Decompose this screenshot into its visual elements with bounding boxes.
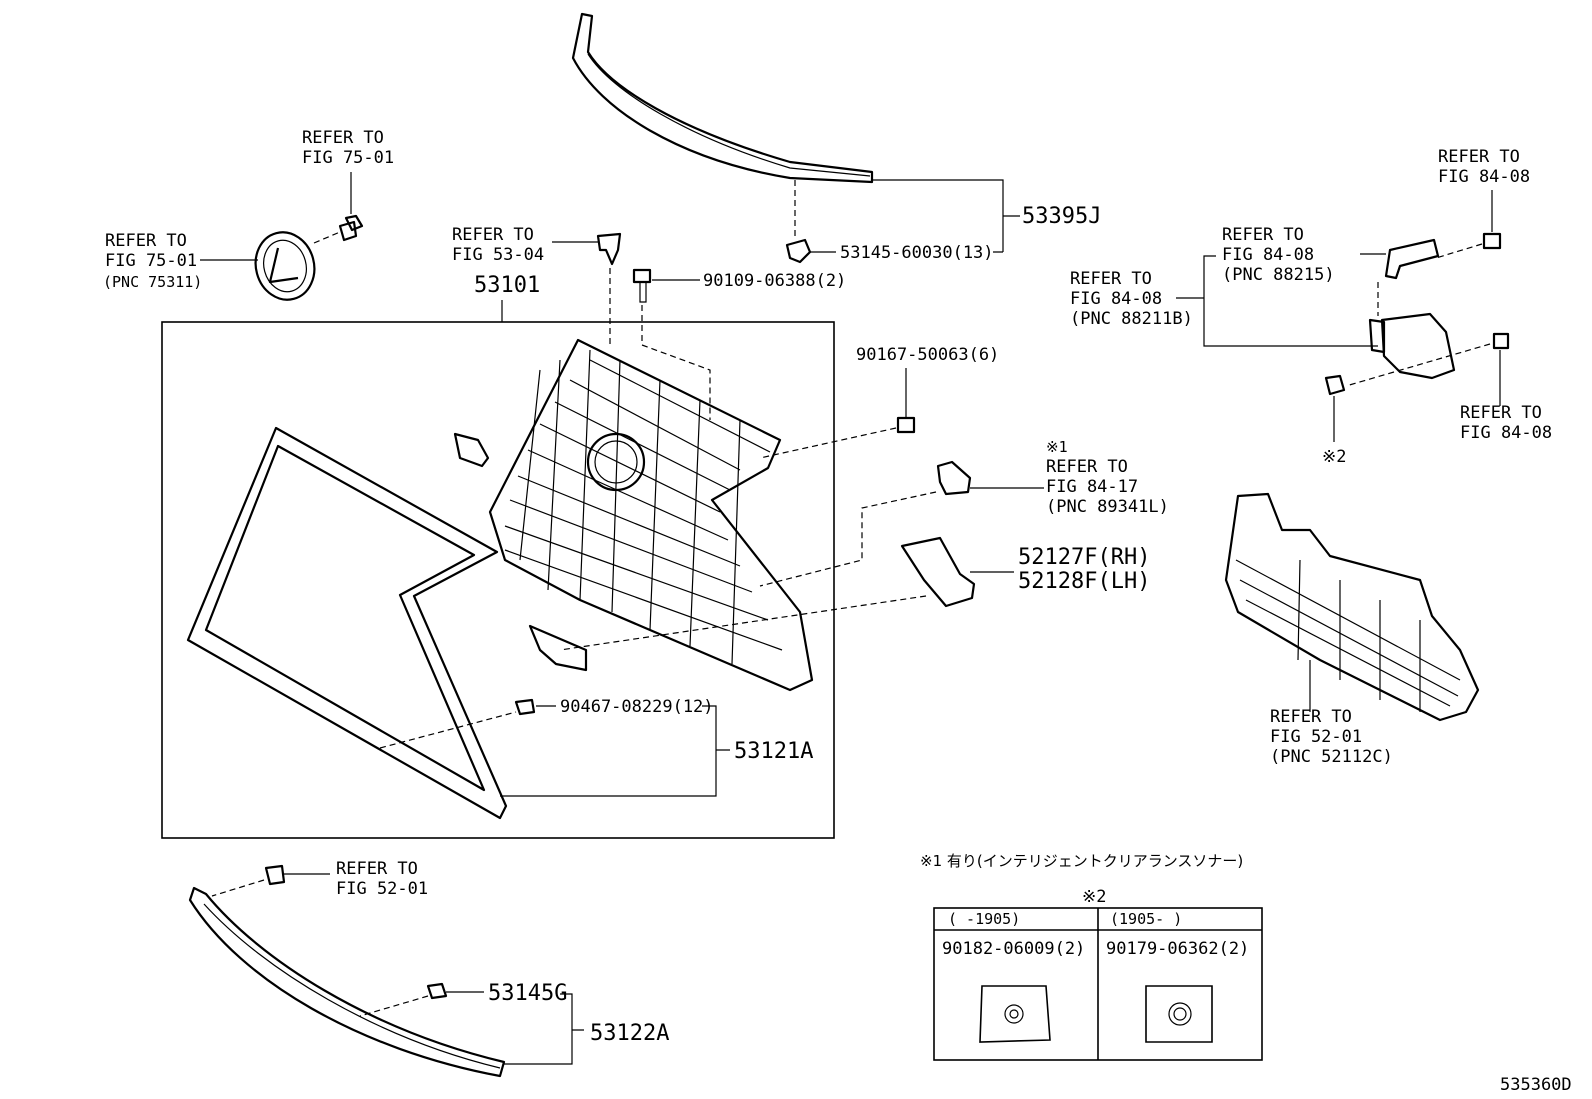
label-radar-bolt-ref-1: REFER TO bbox=[1460, 403, 1542, 423]
sonar-sensor-drawing bbox=[936, 460, 972, 496]
label-clip-ref-2: FIG 53-04 bbox=[452, 245, 544, 265]
upper-molding-drawing bbox=[571, 12, 874, 184]
label-radar-bracket-ref-2: FIG 84-08 bbox=[1222, 245, 1314, 265]
label-clip-ref-1: REFER TO bbox=[452, 225, 534, 245]
nut-90182-drawing bbox=[979, 985, 1051, 1043]
radar-top-bolt-drawing bbox=[1482, 232, 1502, 250]
label-emblem-bolt-ref-1: REFER TO bbox=[302, 128, 384, 148]
label-sensor-ref-1: ※1 bbox=[1046, 438, 1068, 456]
label-clip-53145g: 53145G bbox=[488, 981, 567, 1006]
footnote-1: ※1 有り(インテリジェントクリアランスソナー) bbox=[920, 852, 1243, 870]
label-lower-molding-53122A: 53122A bbox=[590, 1021, 669, 1046]
lower-bolt-drawing bbox=[264, 864, 286, 886]
label-sensor-ref-3: FIG 84-17 bbox=[1046, 477, 1138, 497]
emblem-drawing bbox=[254, 231, 316, 301]
label-radar-bracket-ref-3: (PNC 88215) bbox=[1222, 265, 1335, 285]
screw-90167-drawing bbox=[896, 416, 916, 434]
label-emblem-ref-1: REFER TO bbox=[105, 231, 187, 251]
grille-frame-drawing bbox=[186, 426, 508, 820]
label-radar-top-bolt-ref-2: FIG 84-08 bbox=[1438, 167, 1530, 187]
label-radar-bracket-ref-1: REFER TO bbox=[1222, 225, 1304, 245]
nut-90179-drawing bbox=[1145, 985, 1213, 1043]
lower-bracket-drawing bbox=[528, 624, 588, 672]
label-grille-53101: 53101 bbox=[474, 273, 540, 298]
label-emblem-bolt-ref-2: FIG 75-01 bbox=[302, 148, 394, 168]
label-clip-90467: 90467-08229(12) bbox=[560, 697, 714, 717]
label-lower-bolt-ref-1: REFER TO bbox=[336, 859, 418, 879]
emblem-bolt-drawing bbox=[338, 214, 364, 242]
label-bracket-rh: 52127F(RH) bbox=[1018, 545, 1150, 570]
small-bracket-left-drawing bbox=[453, 432, 490, 468]
label-bolt-90109: 90109-06388(2) bbox=[703, 271, 846, 291]
bolt-90109-drawing bbox=[632, 268, 652, 303]
grille-body-drawing bbox=[488, 338, 814, 692]
label-bracket-lh: 52128F(LH) bbox=[1018, 569, 1150, 594]
label-clip-53145: 53145-60030(13) bbox=[840, 243, 994, 263]
label-radar-bolt-ref-2: FIG 84-08 bbox=[1460, 423, 1552, 443]
lower-molding-drawing bbox=[188, 886, 506, 1078]
clip-90467-drawing bbox=[514, 698, 536, 716]
label-nut-note: ※2 bbox=[1322, 447, 1346, 467]
grille-assembly-box bbox=[161, 321, 835, 839]
radar-sensor-drawing bbox=[1368, 312, 1456, 380]
nut-table-part-1: 90182-06009(2) bbox=[942, 939, 1085, 959]
radar-bolt-drawing bbox=[1492, 332, 1510, 350]
diagram-code: 535360D bbox=[1500, 1075, 1572, 1095]
label-radar-ref-2: FIG 84-08 bbox=[1070, 289, 1162, 309]
nut-table-part-2: 90179-06362(2) bbox=[1106, 939, 1249, 959]
label-sensor-ref-2: REFER TO bbox=[1046, 457, 1128, 477]
clip-53145g-drawing bbox=[426, 982, 448, 1000]
label-emblem-ref-2: FIG 75-01 bbox=[105, 251, 197, 271]
label-radar-top-bolt-ref-1: REFER TO bbox=[1438, 147, 1520, 167]
label-radar-ref-1: REFER TO bbox=[1070, 269, 1152, 289]
radar-nut-drawing bbox=[1324, 374, 1346, 396]
nut-table-title: ※2 bbox=[1082, 887, 1106, 907]
label-lower-grille-ref-2: FIG 52-01 bbox=[1270, 727, 1362, 747]
side-bracket-drawing bbox=[900, 536, 976, 608]
label-screw-90167: 90167-50063(6) bbox=[856, 345, 999, 365]
label-lower-grille-ref-1: REFER TO bbox=[1270, 707, 1352, 727]
lower-grille-drawing bbox=[1224, 492, 1480, 722]
label-frame-53121A: 53121A bbox=[734, 739, 813, 764]
label-emblem-ref-3: (PNC 75311) bbox=[103, 273, 202, 291]
nut-table-col-2: (1905- ) bbox=[1110, 910, 1182, 928]
label-molding-53395J: 53395J bbox=[1022, 204, 1101, 229]
label-lower-bolt-ref-2: FIG 52-01 bbox=[336, 879, 428, 899]
grille-clip-drawing bbox=[596, 232, 622, 266]
label-sensor-ref-4: (PNC 89341L) bbox=[1046, 497, 1169, 517]
label-radar-ref-3: (PNC 88211B) bbox=[1070, 309, 1193, 329]
clip-53145-drawing bbox=[785, 238, 812, 264]
nut-table-col-1: ( -1905) bbox=[948, 910, 1020, 928]
label-lower-grille-ref-3: (PNC 52112C) bbox=[1270, 747, 1393, 767]
nut-table: ( -1905) (1905- ) 90182-06009(2) 90179-0… bbox=[933, 907, 1263, 1061]
radar-bracket-drawing bbox=[1384, 238, 1440, 280]
